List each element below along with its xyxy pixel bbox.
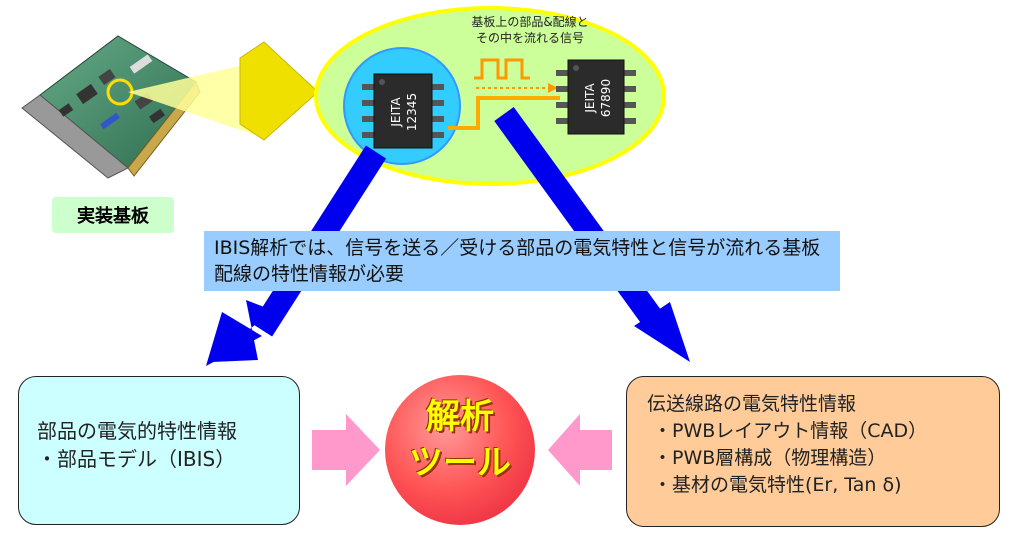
chip-2-label-1: JEITA [583, 83, 597, 114]
analysis-tool-line-1: 解析 [426, 397, 494, 437]
transmission-line-item: ・基材の電気特性(Er, Tan δ) [653, 474, 902, 496]
transmission-line-info-title: 伝送線路の電気特性情報 [647, 393, 857, 415]
blue-arrow-left-head [212, 300, 272, 362]
analysis-tool-circle [385, 375, 535, 525]
ellipse-note-line-1: 基板上の部品&配線と [471, 15, 589, 29]
pink-arrow-left [312, 414, 380, 486]
chip-2-label-2: 67890 [599, 79, 613, 117]
blue-arrow-right-head [634, 302, 690, 362]
chip-1: JEITA 12345 [362, 73, 444, 149]
chip-1-label-1: JEITA [389, 97, 403, 128]
transmission-line-item: ・PWBレイアウト情報（CAD） [653, 420, 928, 442]
analysis-tool-line-2: ツール [409, 443, 511, 483]
board-label: 実装基板 [52, 197, 174, 233]
transmission-line-info-box: 伝送線路の電気特性情報 ・PWBレイアウト情報（CAD） ・PWB層構成（物理構… [626, 376, 1000, 527]
analysis-tool-label: 解析 ツール [385, 394, 535, 486]
chip-1-label-2: 12345 [405, 93, 419, 131]
ellipse-note-line-2: その中を流れる信号 [475, 31, 584, 45]
requirement-banner: IBIS解析では、信号を送る／受ける部品の電気特性と信号が流れる基板配線の特性情… [204, 231, 840, 291]
transmission-line-item: ・PWB層構成（物理構造） [653, 447, 887, 469]
component-info-item: ・部品モデル（IBIS） [37, 447, 236, 471]
ellipse-note: 基板上の部品&配線と その中を流れる信号 [440, 14, 620, 46]
wiring-trace [448, 96, 560, 130]
chip-2: JEITA 67890 [556, 59, 636, 135]
signal-pulse [474, 58, 530, 80]
pink-arrow-right [548, 414, 612, 486]
component-info-title: 部品の電気的特性情報 [37, 419, 237, 443]
component-info-box: 部品の電気的特性情報 ・部品モデル（IBIS） [18, 376, 300, 525]
zoom-arrow [239, 41, 319, 141]
